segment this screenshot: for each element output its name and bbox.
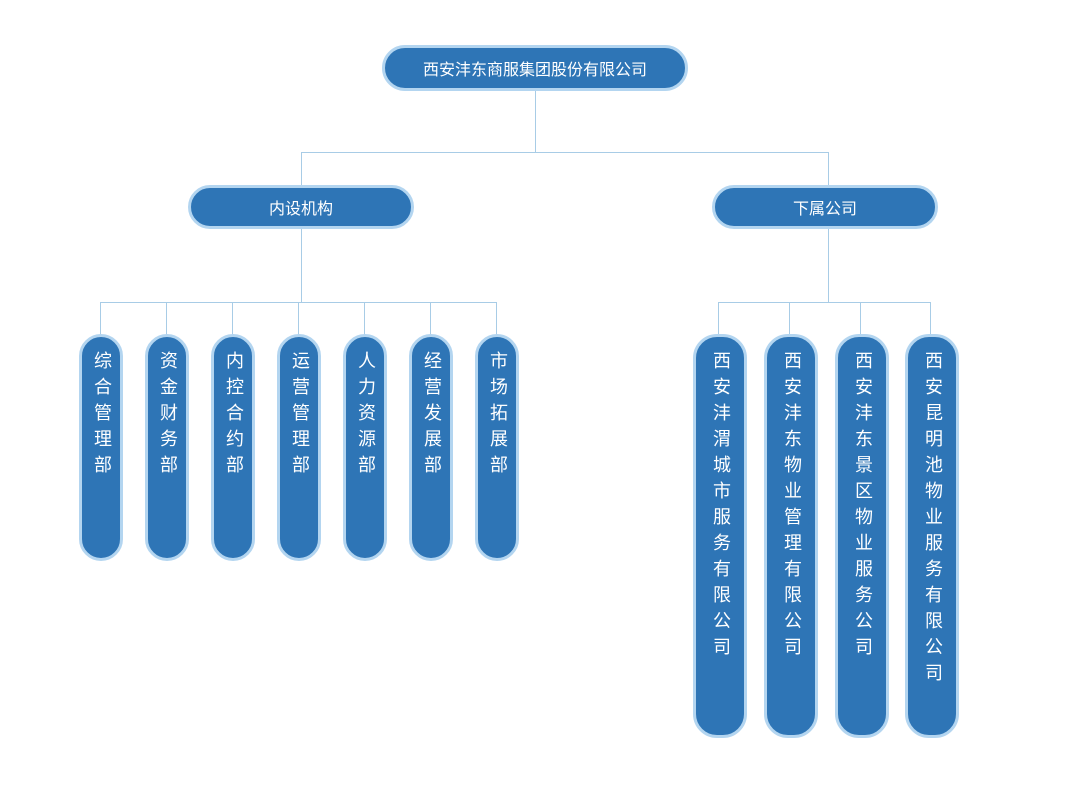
company-node-fengdong-scenic-property[interactable]: 西安沣东景区物业服务公司 xyxy=(835,334,889,738)
connector-company-4 xyxy=(930,302,931,336)
connector-company-1 xyxy=(718,302,719,336)
connector-level1-bus xyxy=(301,152,829,153)
connector-dept-3 xyxy=(232,302,233,336)
connector-to-internal xyxy=(301,152,302,187)
department-node-operations[interactable]: 运营管理部 xyxy=(277,334,321,561)
connector-dept-6 xyxy=(430,302,431,336)
connector-dept-5 xyxy=(364,302,365,336)
connector-subsidiaries-bus xyxy=(718,302,931,303)
department-node-business-development[interactable]: 经营发展部 xyxy=(409,334,453,561)
department-node-finance[interactable]: 资金财务部 xyxy=(145,334,189,561)
connector-dept-1 xyxy=(100,302,101,336)
connector-to-subsidiaries xyxy=(828,152,829,187)
connector-dept-4 xyxy=(298,302,299,336)
connector-company-2 xyxy=(789,302,790,336)
connector-root-down xyxy=(535,88,536,153)
company-node-kunmingchi-property[interactable]: 西安昆明池物业服务有限公司 xyxy=(905,334,959,738)
internal-structure-node[interactable]: 内设机构 xyxy=(188,185,414,229)
connector-company-3 xyxy=(860,302,861,336)
department-node-market-expansion[interactable]: 市场拓展部 xyxy=(475,334,519,561)
connector-subsidiaries-down xyxy=(828,227,829,303)
department-node-internal-control[interactable]: 内控合约部 xyxy=(211,334,255,561)
department-node-hr[interactable]: 人力资源部 xyxy=(343,334,387,561)
connector-dept-7 xyxy=(496,302,497,336)
company-node-fengdong-property[interactable]: 西安沣东物业管理有限公司 xyxy=(764,334,818,738)
connector-internal-down xyxy=(301,227,302,303)
connector-dept-2 xyxy=(166,302,167,336)
company-node-fengwei-city-service[interactable]: 西安沣渭城市服务有限公司 xyxy=(693,334,747,738)
subsidiaries-node[interactable]: 下属公司 xyxy=(712,185,938,229)
department-node-comprehensive[interactable]: 综合管理部 xyxy=(79,334,123,561)
root-node[interactable]: 西安沣东商服集团股份有限公司 xyxy=(382,45,688,91)
